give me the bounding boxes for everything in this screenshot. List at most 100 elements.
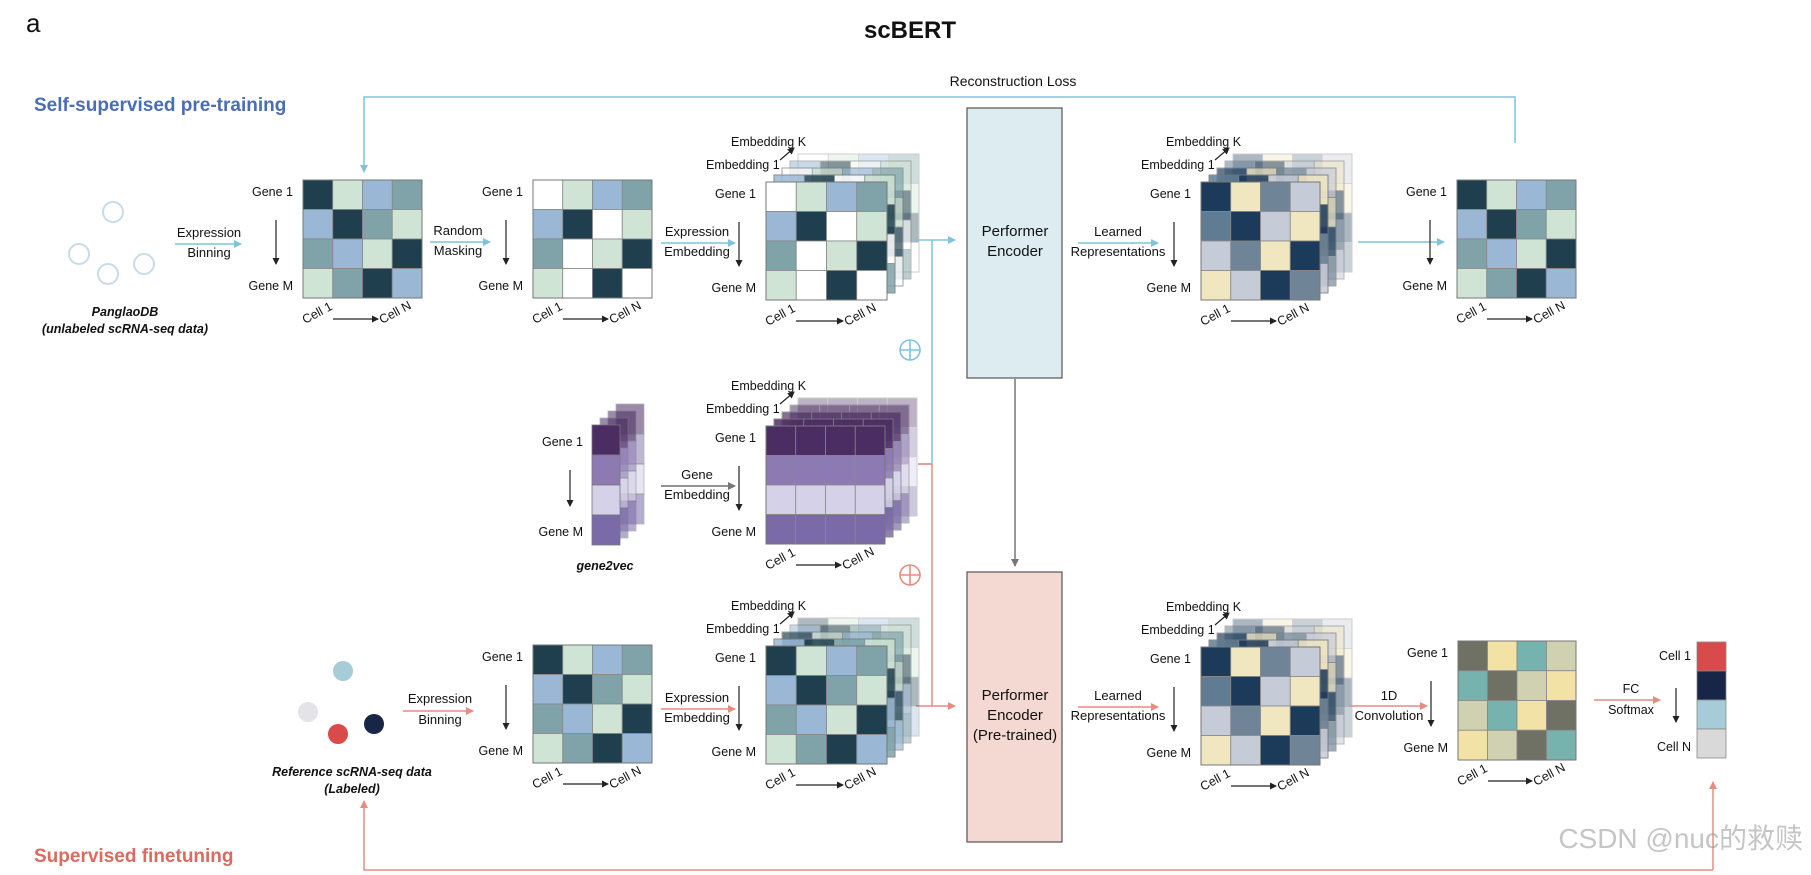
pretrain-emb-front-cell <box>826 181 858 212</box>
pretrain-representation-stack <box>1200 153 1353 301</box>
finetune-binning-label-1: Expression <box>408 691 472 706</box>
embedding-1-label: Embedding 1 <box>1141 158 1215 172</box>
conv-cell <box>1546 670 1577 701</box>
masked-cell <box>592 179 623 210</box>
pretrain-repr-front-border <box>1200 181 1321 301</box>
labeled-cells-icon <box>298 661 384 744</box>
finetune-emb-front-cell <box>856 675 888 706</box>
recon-cell <box>1545 238 1577 269</box>
gene-emb-front-cell <box>795 455 826 486</box>
cell-last-label: Cell N <box>607 763 644 791</box>
masked-cell <box>621 179 653 210</box>
masked-cell <box>621 238 653 269</box>
binned-border <box>302 179 423 299</box>
pretrain-emb-front-cell <box>856 240 888 271</box>
gene-first-label: Gene 1 <box>1150 187 1191 201</box>
pretrain-embedding-stack <box>765 153 920 301</box>
watermark: CSDN @nuc的救赎 <box>1558 823 1803 854</box>
conv-cell <box>1487 670 1518 701</box>
pretrain-emb-front-cell <box>765 240 797 271</box>
gene-emb-front-cell <box>854 514 886 545</box>
gene-last-label: Gene M <box>712 281 756 295</box>
finetune-repr-front-cell <box>1289 735 1321 766</box>
cell-first-label: Cell 1 <box>763 545 798 572</box>
finetune-repr-front-cell <box>1200 735 1232 766</box>
gene2vec-label: gene2vec <box>576 559 634 573</box>
pretrain-emb-front-cell <box>856 270 888 301</box>
masked-cell <box>621 268 653 299</box>
pretrain-emb-front-cell <box>765 211 797 242</box>
masked-cell <box>532 179 564 210</box>
output-cell <box>1696 670 1727 701</box>
pretrain-emb-front-cell <box>795 270 827 301</box>
recon-cell <box>1456 268 1488 299</box>
masking-label-2: Masking <box>434 243 482 258</box>
gene-last-label: Gene M <box>479 279 523 293</box>
pretrain-repr-front-cell <box>1230 240 1261 271</box>
masked-border <box>532 179 653 299</box>
gene-last-label: Gene M <box>1147 746 1191 760</box>
cell-first-label: Cell 1 <box>530 764 565 791</box>
gene-emb-front-cell <box>795 514 826 545</box>
section-pretrain-label: Self-supervised pre-training <box>34 95 286 116</box>
finetune-emb-front-cell <box>826 645 858 676</box>
embedding-1-label: Embedding 1 <box>706 158 780 172</box>
figure-title: scBERT <box>864 17 956 44</box>
finetune-binning-label-2: Binning <box>418 712 461 727</box>
pretrain-repr-front-cell <box>1289 270 1321 301</box>
finetune-repr-front-cell <box>1289 705 1321 736</box>
cell-first-label: Cell 1 <box>300 299 335 326</box>
finetune-repr-front-cell <box>1230 735 1261 766</box>
output-column <box>1696 641 1727 759</box>
recon-cell <box>1516 209 1547 240</box>
finetune-binned-cell <box>592 674 623 705</box>
pretrain-repr-front-cell <box>1260 211 1291 242</box>
conv-cell <box>1516 700 1547 731</box>
encoder-label-1: Performer <box>982 223 1049 240</box>
finetune-binned-matrix <box>532 644 653 764</box>
gene-emb-front-cell <box>825 425 856 456</box>
gene2vec-gene-first: Gene 1 <box>542 435 583 449</box>
finetune-merge-connector <box>916 463 956 710</box>
masked-cell <box>592 209 623 240</box>
pretrain-binning-label-2: Binning <box>187 245 230 260</box>
embedding-k-label: Embedding K <box>731 135 807 149</box>
masked-cell <box>562 238 593 269</box>
conv-cell <box>1457 729 1488 761</box>
gene-last-label: Gene M <box>1403 279 1447 293</box>
pretrain-source-sub: (unlabeled scRNA-seq data) <box>42 322 208 336</box>
output-cell <box>1696 699 1727 730</box>
gene-emb-front-cell <box>765 514 797 545</box>
masked-cell <box>562 209 593 240</box>
conv-cell <box>1516 670 1547 701</box>
finetune-binned-cell <box>621 644 653 675</box>
finetune-emb-front-cell <box>795 704 827 735</box>
embedding-k-label: Embedding K <box>1166 135 1242 149</box>
recon-cell <box>1486 209 1517 240</box>
masked-cell <box>562 268 593 299</box>
cell-first-label: Cell 1 <box>763 765 798 792</box>
embedding-k-pointer <box>779 611 795 625</box>
finetune-repr-front-border <box>1200 646 1321 766</box>
softmax-label-1: FC <box>1623 682 1640 696</box>
reconstruction-loss-label: Reconstruction Loss <box>950 73 1077 89</box>
pretrain-repr-front-cell <box>1230 270 1261 301</box>
finetune-source-sub: (Labeled) <box>324 782 380 796</box>
recon-cell <box>1545 209 1577 240</box>
softmax-label-2: Softmax <box>1608 703 1655 717</box>
masking-label-1: Random <box>433 223 482 238</box>
gene-emb-front-cell <box>854 455 886 486</box>
pretrain-emb-front-cell <box>795 211 827 242</box>
finetune-binned-border <box>532 644 653 764</box>
pretrain-repr-front-cell <box>1289 240 1321 271</box>
gene-emb-front-cell <box>765 425 797 456</box>
binned-cell <box>391 209 423 240</box>
finetune-repr-front-cell <box>1230 646 1261 677</box>
embedding-1-label: Embedding 1 <box>706 622 780 636</box>
finetune-source-label: Reference scRNA-seq data <box>272 765 432 779</box>
pretrain-emb-front-cell <box>765 270 797 301</box>
gene-embedding-label-1: Gene <box>681 467 713 482</box>
pretrained-performer-encoder: Performer Encoder (Pre-trained) <box>966 571 1063 843</box>
pretrain-binning-label-1: Expression <box>177 225 241 240</box>
